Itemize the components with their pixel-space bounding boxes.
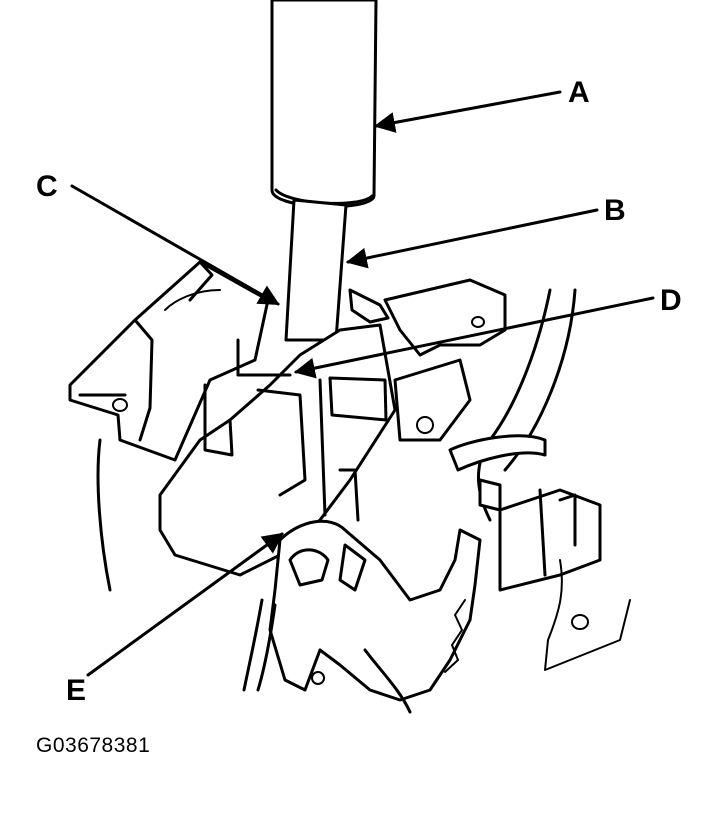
leader-c [70,184,280,306]
shift-indicator-body [158,323,397,577]
callout-a-label: A [568,76,590,109]
callout-c-label: C [36,170,58,203]
leader-d [293,296,655,379]
callout-leaders [70,90,655,677]
leader-e [86,532,284,677]
shift-lever-shaft [270,0,378,209]
callout-e-label: E [66,674,86,707]
callout-d-label: D [660,284,682,317]
shift-housing-left [68,260,270,592]
callout-b-label: B [604,194,626,227]
leader-a [373,90,562,133]
leader-b [345,208,599,269]
shift-lever-rod [284,198,348,342]
wiring-harness [448,288,631,671]
figure-id: G03678381 [36,734,151,757]
detent-plate [268,519,482,702]
lower-wire-leads [242,598,412,714]
shift-bracket-right [348,278,507,442]
